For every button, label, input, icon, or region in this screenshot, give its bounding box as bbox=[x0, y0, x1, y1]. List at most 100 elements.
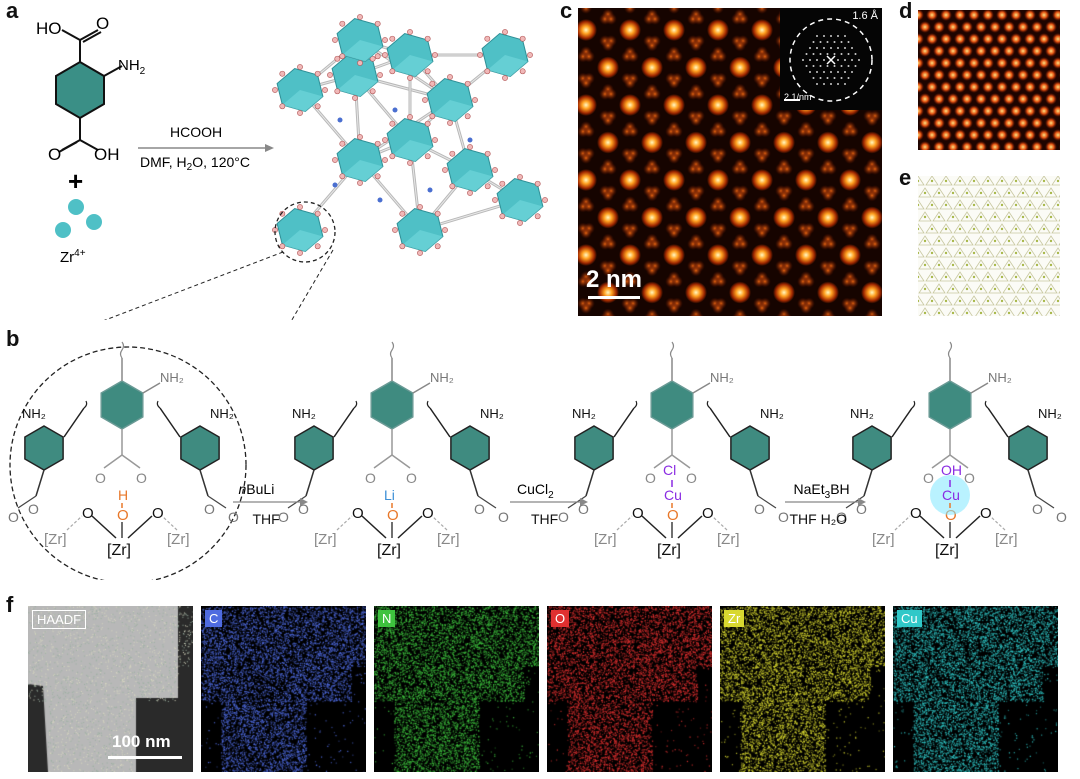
zr-label: Zr4+ bbox=[60, 248, 86, 266]
fft-resolution-label: 1.6 Å bbox=[852, 10, 878, 22]
svg-text:O: O bbox=[632, 505, 644, 522]
svg-text:O: O bbox=[702, 505, 714, 522]
step-reagent-label: NaEt3BH bbox=[794, 481, 850, 501]
linker-oh-bottom: OH bbox=[94, 145, 120, 164]
nh2-label: NH₂ bbox=[160, 370, 184, 385]
svg-text:NH₂: NH₂ bbox=[210, 406, 234, 421]
bridge-atom-label: H bbox=[118, 487, 128, 503]
nh2-label: NH₂ bbox=[430, 370, 454, 385]
plus-sign: + bbox=[68, 166, 83, 196]
zr-cluster bbox=[332, 14, 387, 65]
svg-text:O: O bbox=[117, 507, 129, 524]
zr-center-label: [Zr] bbox=[107, 542, 131, 559]
svg-text:O: O bbox=[754, 501, 765, 517]
top-ligand-label: OH bbox=[941, 462, 962, 478]
step-solvent-label: THF bbox=[253, 511, 280, 527]
eds-map-label: HAADF bbox=[32, 610, 86, 629]
svg-text:O: O bbox=[558, 509, 569, 525]
svg-text:O: O bbox=[498, 509, 509, 525]
simulated-image bbox=[918, 10, 1060, 150]
panel-a-figure: HO O NH2 O OH + Zr4+ HCOOH DMF, H2O, 120… bbox=[0, 0, 560, 320]
svg-text:O: O bbox=[28, 501, 39, 517]
structure-model bbox=[918, 176, 1060, 316]
eds-map-zr: Zr bbox=[720, 606, 885, 772]
svg-text:[Zr]: [Zr] bbox=[594, 531, 617, 548]
svg-text:O: O bbox=[422, 505, 434, 522]
svg-text:O: O bbox=[8, 509, 19, 525]
svg-text:[Zr]: [Zr] bbox=[167, 531, 190, 548]
eds-map-label: Zr bbox=[724, 610, 744, 627]
stem-image: 1.6 Å 2 1/nm 2 nm bbox=[578, 8, 882, 316]
mof-structure bbox=[272, 14, 547, 255]
top-ligand-label: Cl bbox=[663, 462, 676, 478]
svg-text:NH₂: NH₂ bbox=[480, 406, 504, 421]
scale-bar bbox=[588, 296, 640, 299]
svg-text:O: O bbox=[1032, 501, 1043, 517]
panel-label-e: e bbox=[899, 165, 911, 191]
step-solvent-label: THF bbox=[531, 511, 558, 527]
svg-text:[Zr]: [Zr] bbox=[314, 531, 337, 548]
svg-text:O: O bbox=[95, 470, 106, 486]
eds-map-label: Cu bbox=[897, 610, 922, 627]
linker-o-top: O bbox=[96, 14, 109, 33]
step-reagent-label: nBuLi bbox=[239, 481, 275, 497]
svg-text:O: O bbox=[352, 505, 364, 522]
svg-text:O: O bbox=[667, 507, 679, 524]
zr-cluster bbox=[392, 204, 447, 255]
svg-text:O: O bbox=[152, 505, 164, 522]
zr-cluster bbox=[332, 134, 387, 185]
eds-map-label: C bbox=[205, 610, 222, 627]
svg-text:NH₂: NH₂ bbox=[850, 406, 874, 421]
eds-map-label: O bbox=[551, 610, 569, 627]
zr-cluster bbox=[422, 74, 477, 125]
bridge-atom-label: Cu bbox=[942, 487, 960, 503]
zr-cluster bbox=[382, 29, 437, 80]
eds-maps: HAADF100 nm C N O Zr Cu bbox=[28, 606, 1058, 774]
reaction-condition-top: HCOOH bbox=[170, 124, 222, 140]
svg-text:O: O bbox=[387, 507, 399, 524]
svg-text:NH₂: NH₂ bbox=[1038, 406, 1062, 421]
nh2-label: NH₂ bbox=[988, 370, 1012, 385]
zr-center-label: [Zr] bbox=[935, 542, 959, 559]
panel-label-c: c bbox=[560, 0, 572, 24]
eds-map-o: O bbox=[547, 606, 712, 772]
svg-text:O: O bbox=[406, 470, 417, 486]
eds-map-c: C bbox=[201, 606, 366, 772]
linker-oh-top: HO bbox=[36, 19, 62, 38]
svg-text:O: O bbox=[228, 509, 239, 525]
linker-nh2: NH2 bbox=[118, 57, 146, 77]
svg-text:[Zr]: [Zr] bbox=[717, 531, 740, 548]
svg-text:[Zr]: [Zr] bbox=[995, 531, 1018, 548]
svg-text:[Zr]: [Zr] bbox=[44, 531, 67, 548]
svg-text:O: O bbox=[365, 470, 376, 486]
panel-b-scheme: NH₂OONH₂OONH₂OOOOO[Zr][Zr][Zr]HNH₂OONH₂O… bbox=[0, 330, 1080, 580]
svg-text:O: O bbox=[686, 470, 697, 486]
zr-cluster bbox=[272, 204, 327, 255]
eds-scale-bar bbox=[108, 756, 182, 759]
nh2-label: NH₂ bbox=[710, 370, 734, 385]
fft-scale-label: 2 1/nm bbox=[784, 92, 812, 102]
eds-map-haadf: HAADF100 nm bbox=[28, 606, 193, 772]
svg-text:O: O bbox=[136, 470, 147, 486]
svg-text:O: O bbox=[778, 509, 789, 525]
zr-cluster bbox=[477, 29, 532, 80]
svg-text:O: O bbox=[910, 505, 922, 522]
eds-map-cu: Cu bbox=[893, 606, 1058, 772]
zr-center-label: [Zr] bbox=[377, 542, 401, 559]
zr-cluster bbox=[382, 114, 437, 165]
panel-label-f: f bbox=[6, 592, 13, 618]
eds-map-n: N bbox=[374, 606, 539, 772]
linker-o-bottom: O bbox=[48, 145, 61, 164]
svg-text:[Zr]: [Zr] bbox=[872, 531, 895, 548]
svg-text:O: O bbox=[82, 505, 94, 522]
svg-text:O: O bbox=[980, 505, 992, 522]
zr-center-label: [Zr] bbox=[657, 542, 681, 559]
panel-label-d: d bbox=[899, 0, 912, 24]
svg-text:O: O bbox=[1056, 509, 1067, 525]
svg-text:NH₂: NH₂ bbox=[572, 406, 596, 421]
reaction-condition-bottom: DMF, H2O, 120°C bbox=[140, 154, 250, 173]
fft-inset: 1.6 Å 2 1/nm bbox=[780, 8, 882, 110]
step-reagent-label: CuCl2 bbox=[517, 481, 554, 501]
svg-text:O: O bbox=[923, 470, 934, 486]
eds-map-label: N bbox=[378, 610, 395, 627]
